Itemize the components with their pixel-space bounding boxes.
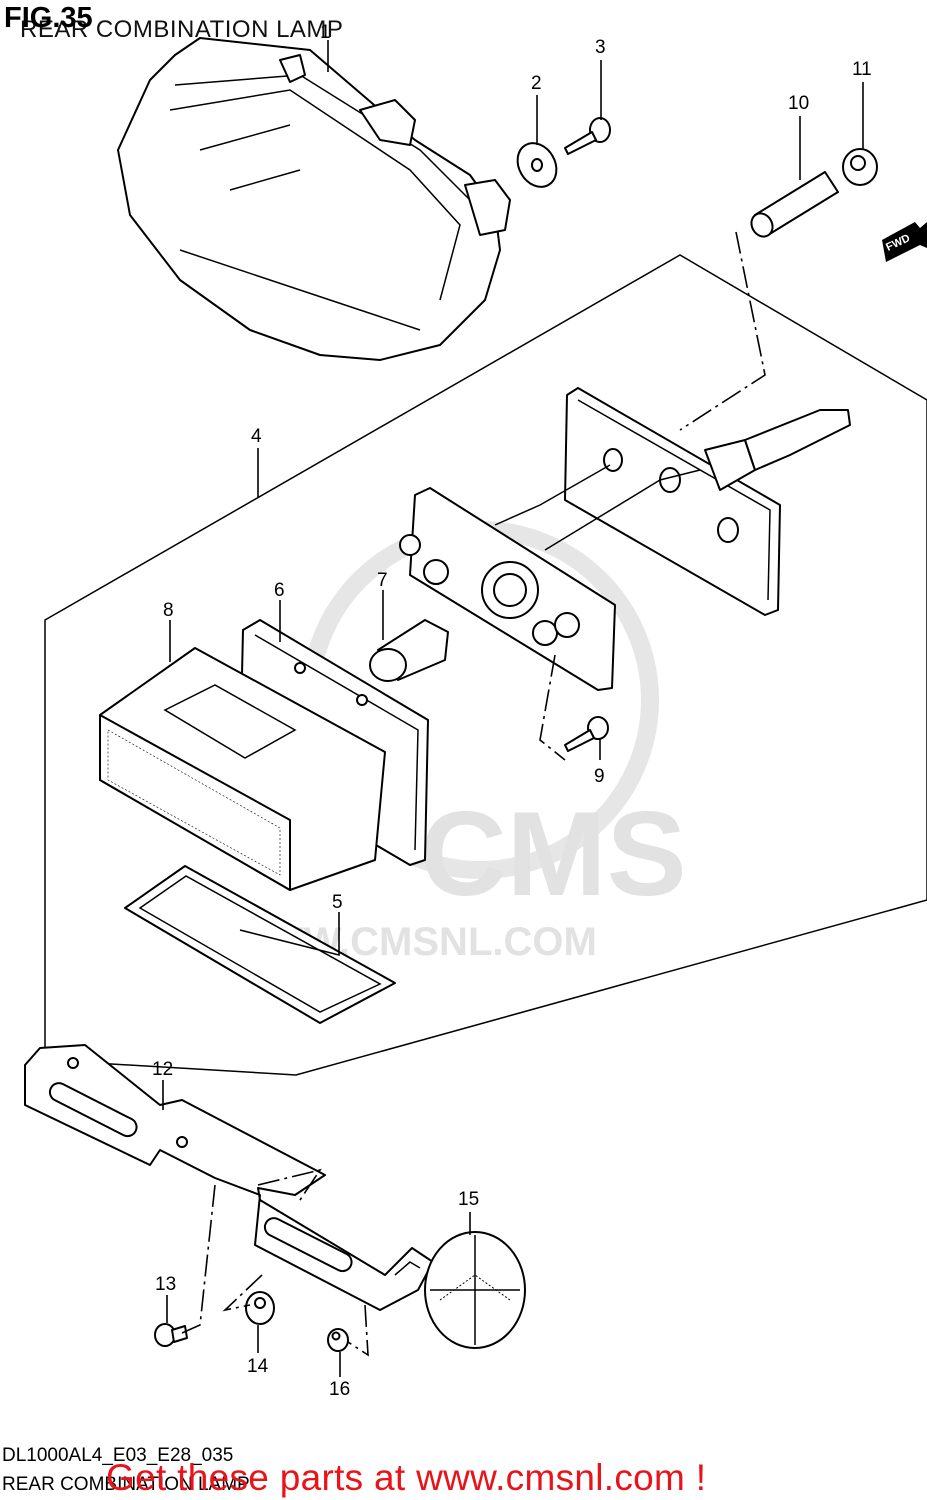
part-nut-16 bbox=[327, 1328, 349, 1352]
part-tail-lamp bbox=[117, 37, 511, 361]
part-bulb bbox=[369, 619, 449, 682]
assembly-lines bbox=[181, 231, 766, 1357]
callout-13: 13 bbox=[155, 1274, 176, 1295]
callout-15: 15 bbox=[458, 1189, 479, 1210]
part-reflector bbox=[424, 1231, 526, 1349]
callout-1: 1 bbox=[320, 22, 331, 43]
callout-4: 4 bbox=[251, 426, 262, 447]
fwd-arrow-icon: FWD bbox=[882, 222, 927, 262]
callout-10: 10 bbox=[788, 93, 809, 114]
callout-2: 2 bbox=[531, 73, 542, 94]
callout-5: 5 bbox=[332, 892, 343, 913]
part-screw-9 bbox=[564, 716, 609, 752]
callout-16: 16 bbox=[329, 1379, 350, 1400]
diagram-subtitle: REAR COMBINATION LAMP bbox=[20, 16, 344, 43]
part-socket bbox=[399, 464, 701, 691]
callout-11: 11 bbox=[852, 59, 872, 80]
watermark-logo: CMS bbox=[420, 787, 687, 921]
callout-12: 12 bbox=[152, 1059, 173, 1080]
part-lamp-lens bbox=[99, 647, 386, 891]
part-washer bbox=[516, 142, 558, 188]
part-nut-11 bbox=[842, 148, 878, 186]
promo-link[interactable]: Get these parts at www.cmsnl.com ! bbox=[106, 1457, 707, 1498]
part-spacer bbox=[750, 171, 839, 238]
part-lens-gasket bbox=[124, 865, 396, 1024]
callout-3: 3 bbox=[595, 37, 606, 58]
part-nut-14 bbox=[245, 1291, 275, 1325]
callout-6: 6 bbox=[274, 580, 285, 601]
part-bolt-13 bbox=[154, 1323, 188, 1347]
callout-9: 9 bbox=[594, 766, 605, 787]
section-name: REAR COMBINATION LAMP bbox=[2, 1474, 250, 1495]
part-screw-3 bbox=[564, 117, 611, 155]
callout-14: 14 bbox=[247, 1356, 269, 1377]
part-bracket bbox=[24, 1044, 434, 1311]
leader-lines bbox=[162, 40, 864, 1377]
figure-label: FIG.35 bbox=[4, 2, 93, 34]
model-code: DL1000AL4_E03_E28_035 bbox=[2, 1445, 234, 1466]
part-license-plate bbox=[564, 387, 851, 616]
callout-7: 7 bbox=[377, 570, 388, 591]
callouts: 1 2 3 4 5 6 7 8 9 10 11 12 13 15 14 16 bbox=[152, 22, 872, 1400]
callout-8: 8 bbox=[163, 600, 174, 621]
